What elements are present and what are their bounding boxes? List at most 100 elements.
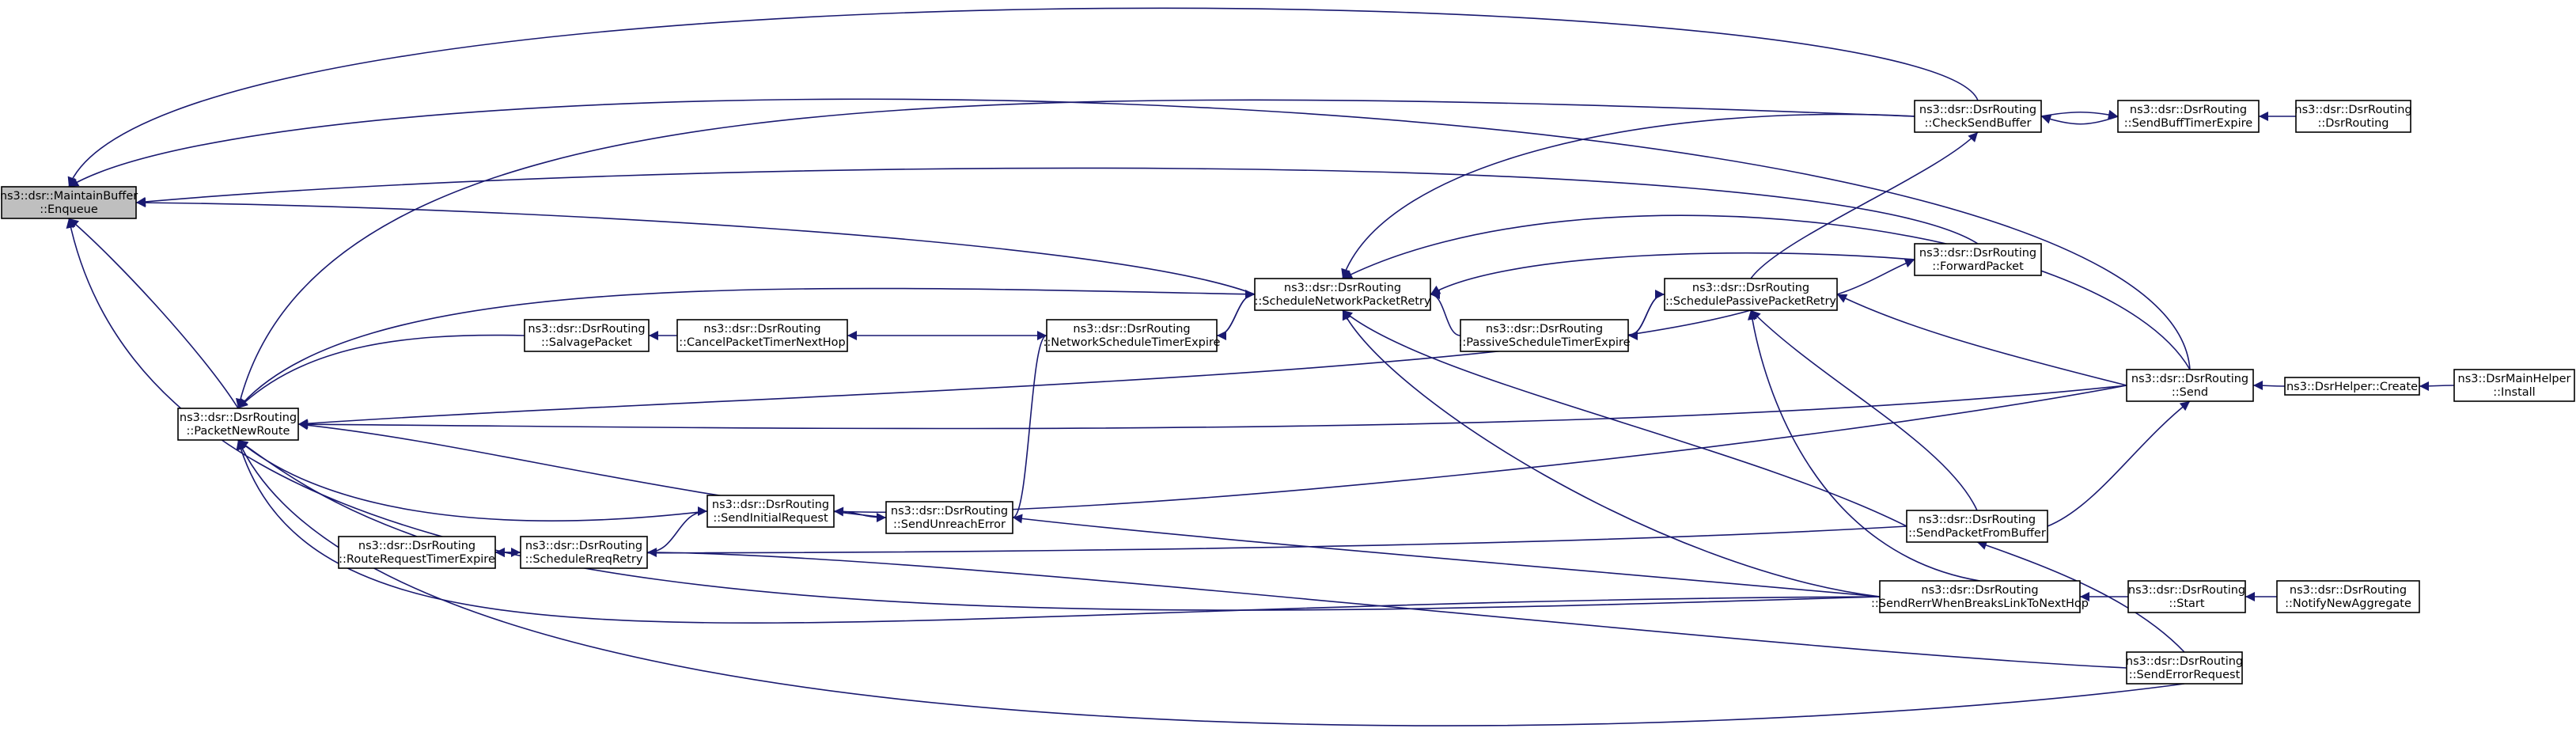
node-label-line2: ::SendErrorRequest — [2129, 669, 2241, 681]
node-box — [2453, 369, 2575, 402]
edge — [646, 506, 708, 553]
edge-fromBuffer-to-send — [2047, 400, 2191, 527]
edge — [1627, 290, 1665, 336]
edge — [297, 385, 2127, 430]
node-passive[interactable]: ns3::dsr::DsrRouting::PassiveScheduleTim… — [1458, 319, 1631, 352]
node-label-line2: ::ScheduleNetworkPacketRetry — [1255, 295, 1431, 308]
node-label-line2: ::Enqueue — [40, 203, 98, 216]
edge-rerr-to-enqueue — [66, 218, 1881, 611]
node-schedpass[interactable]: ns3::dsr::DsrRouting::SchedulePassivePac… — [1664, 278, 1838, 311]
node-rrte[interactable]: ns3::dsr::DsrRouting::RouteRequestTimerE… — [338, 536, 496, 569]
node-label-line2: ::Start — [2169, 597, 2205, 610]
edge-send-to-schedpass — [1836, 294, 2127, 386]
edge-fromBuffer-to-rrte — [494, 525, 1907, 558]
edge — [237, 287, 1256, 409]
nodes-layer: ns3::dsr::MaintainBuffer::Enqueuens3::ds… — [0, 100, 2575, 685]
edge — [237, 334, 525, 409]
node-label-line1: ns3::dsr::DsrRouting — [1284, 282, 1401, 294]
node-label-line2: ::SendUnreachError — [893, 518, 1006, 531]
edge — [1430, 252, 1915, 295]
node-label-line1: ns3::dsr::DsrRouting — [358, 540, 475, 552]
edge — [1342, 309, 1881, 597]
node-initial[interactable]: ns3::dsr::DsrRouting::SendInitialRequest — [707, 495, 835, 528]
node-label-line2: ::NotifyNewAggregate — [2285, 597, 2411, 610]
edge — [66, 218, 1881, 611]
edge-netsched-to-schednet — [1216, 290, 1256, 336]
edge-check-to-schednet — [1341, 113, 1915, 279]
node-label-line1: ns3::dsr::DsrRouting — [1073, 323, 1190, 336]
edge — [2040, 115, 2119, 125]
node-label-line2: ::Install — [2493, 386, 2535, 399]
edge — [646, 548, 2127, 669]
node-box — [2127, 580, 2246, 613]
node-label-line1: ns3::dsr::DsrRouting — [180, 412, 297, 424]
edge-rerr-to-schednet — [1342, 309, 1881, 597]
node-label-line2: ::SendInitialRequest — [713, 512, 828, 525]
edge — [68, 98, 2191, 370]
node-label-line2: ::DsrRouting — [2317, 117, 2388, 130]
node-label-line2: ::ScheduleRreqRetry — [525, 553, 643, 566]
edge — [1976, 540, 2185, 653]
node-notify[interactable]: ns3::dsr::DsrRouting::NotifyNewAggregate — [2276, 580, 2420, 613]
edge — [67, 7, 1979, 188]
edge-errreq-to-fromBuffer — [1976, 540, 2185, 653]
node-label-line1: ns3::dsr::DsrRouting — [1919, 514, 2036, 526]
node-label-line1: ns3::dsr::DsrRouting — [2130, 104, 2247, 116]
node-label-line2: ::SendRerrWhenBreaksLinkToNextHop — [1871, 597, 2089, 610]
node-salvage[interactable]: ns3::dsr::DsrRouting::SalvagePacket — [524, 319, 650, 352]
node-label-line1: ns3::dsr::DsrRouting — [528, 323, 645, 336]
node-mainhelper[interactable]: ns3::DsrMainHelper::Install — [2453, 369, 2575, 402]
node-label-line1: ns3::dsr::DsrRouting — [712, 499, 829, 511]
node-box — [1879, 580, 2081, 613]
edge-forward-to-schednet — [1430, 252, 1915, 295]
node-box — [2276, 580, 2420, 613]
node-box — [707, 495, 835, 528]
node-forward[interactable]: ns3::dsr::DsrRouting::ForwardPacket — [1914, 243, 2042, 276]
node-packetnewroute[interactable]: ns3::dsr::DsrRouting::PacketNewRoute — [177, 408, 299, 441]
node-label-line1: ns3::dsr::DsrRouting — [703, 323, 820, 336]
node-label-line1: ns3::dsr::DsrRouting — [2126, 655, 2243, 668]
edge — [236, 439, 1881, 624]
node-label-line1: ns3::dsr::DsrRouting — [891, 505, 1008, 518]
node-box — [885, 501, 1013, 534]
node-helpercreate[interactable]: ns3::DsrHelper::Create — [2284, 377, 2420, 396]
edge-salvage-to-packetnewroute — [237, 334, 525, 409]
edge-check-to-enqueue — [67, 7, 1979, 188]
edge — [2040, 109, 2119, 119]
edge-rerr-to-packetnewroute — [236, 439, 1881, 624]
node-ctor[interactable]: ns3::dsr::DsrRouting::DsrRouting — [2294, 100, 2412, 133]
edge-passive-to-schednet — [1430, 290, 1461, 336]
node-unreach[interactable]: ns3::dsr::DsrRouting::SendUnreachError — [885, 501, 1013, 534]
node-label-line1: ns3::dsr::MaintainBuffer — [0, 190, 138, 203]
node-cancel[interactable]: ns3::dsr::DsrRouting::CancelPacketTimerN… — [676, 319, 848, 352]
node-label-line2: ::SchedulePassivePacketRetry — [1665, 295, 1836, 308]
edge-passive-to-schedpass — [1627, 290, 1665, 336]
node-send[interactable]: ns3::dsr::DsrRouting::Send — [2126, 369, 2254, 402]
node-fromBuffer[interactable]: ns3::dsr::DsrRouting::SendPacketFromBuff… — [1906, 510, 2048, 543]
node-enqueue[interactable]: ns3::dsr::MaintainBuffer::Enqueue — [0, 186, 138, 219]
edge-fromBuffer-to-schedpass — [1750, 309, 1978, 511]
node-label-line1: ns3::DsrHelper::Create — [2286, 381, 2418, 393]
node-label-line2: ::CheckSendBuffer — [1925, 117, 2032, 130]
node-netsched[interactable]: ns3::dsr::DsrRouting::NetworkScheduleTim… — [1044, 319, 1221, 352]
node-errreq[interactable]: ns3::dsr::DsrRouting::SendErrorRequest — [2126, 651, 2243, 685]
node-label-line2: ::SendBuffTimerExpire — [2124, 117, 2252, 130]
edge-send-to-schednet — [1342, 214, 2191, 370]
node-label-line2: ::RouteRequestTimerExpire — [339, 553, 495, 566]
node-box — [1046, 319, 1218, 352]
node-label-line2: ::SalvagePacket — [541, 336, 632, 349]
edge-reqretry-to-initial — [646, 506, 708, 553]
node-box — [2126, 369, 2254, 402]
node-start[interactable]: ns3::dsr::DsrRouting::Start — [2127, 580, 2246, 613]
edge-schedpass-to-check — [1750, 131, 1979, 279]
node-schednet[interactable]: ns3::dsr::DsrRouting::ScheduleNetworkPac… — [1254, 278, 1431, 311]
node-rerr[interactable]: ns3::dsr::DsrRouting::SendRerrWhenBreaks… — [1871, 580, 2089, 613]
edge — [1341, 113, 1915, 279]
node-check[interactable]: ns3::dsr::DsrRouting::CheckSendBuffer — [1914, 100, 2042, 133]
edge — [135, 167, 1979, 245]
edge-errreq-to-packetnewroute — [237, 439, 2185, 726]
edge — [2252, 381, 2286, 391]
node-reqretry[interactable]: ns3::dsr::DsrRouting::ScheduleRreqRetry — [520, 536, 648, 569]
node-sendbuff[interactable]: ns3::dsr::DsrRouting::SendBuffTimerExpir… — [2117, 100, 2260, 133]
